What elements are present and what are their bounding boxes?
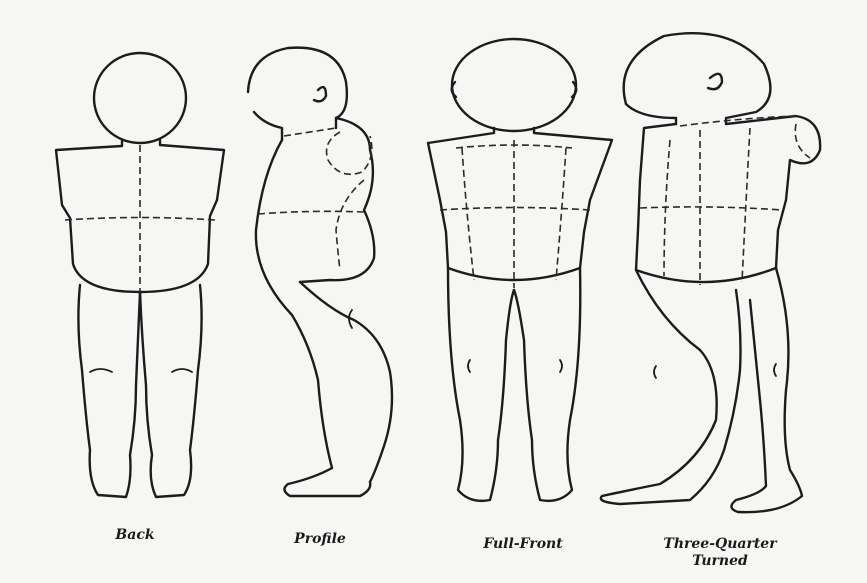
full-front-view-figure <box>428 39 612 501</box>
three-quarter-turned-view-figure <box>601 33 820 512</box>
back-view-figure <box>56 53 224 497</box>
full-front-view-label: Full-Front <box>458 536 588 553</box>
back-view-label: Back <box>100 527 170 544</box>
profile-view-figure <box>248 48 392 496</box>
three-quarter-label-line1: Three-Quarter <box>625 536 815 553</box>
three-quarter-label-line2: Turned <box>625 553 815 570</box>
profile-view-label: Profile <box>270 531 370 548</box>
three-quarter-turned-view-label: Three-Quarter Turned <box>625 536 815 570</box>
